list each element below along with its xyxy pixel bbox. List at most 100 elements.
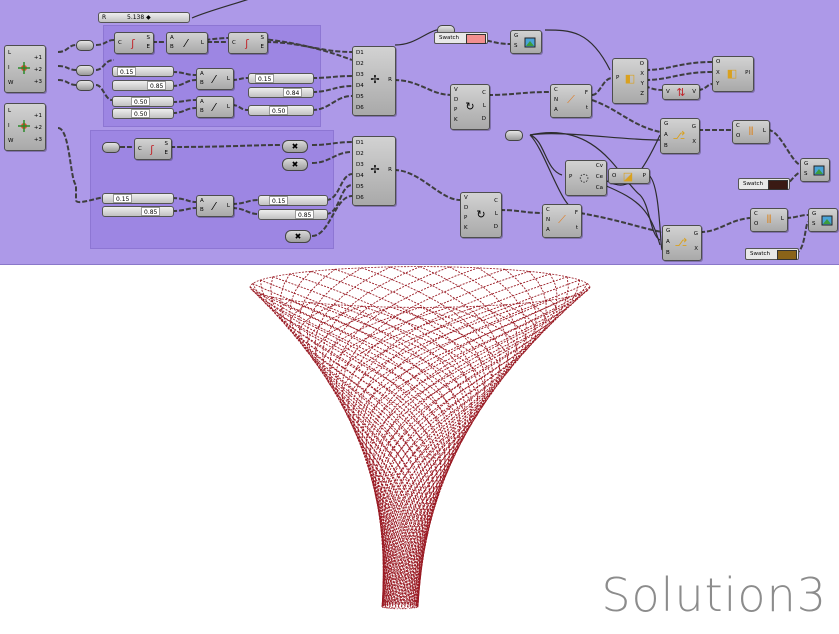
number-slider[interactable]: 0.84 xyxy=(248,87,314,98)
grasshopper-canvas[interactable]: R 5.138 ◆ L I W +1 +2 +3 L I W +1 +2 +3 … xyxy=(0,0,839,265)
vector-icon: ⇅ xyxy=(676,85,686,99)
lattice-curve xyxy=(379,299,558,610)
port-label: D xyxy=(464,205,469,211)
port-label: Pl xyxy=(745,70,750,76)
port-label: P xyxy=(616,75,620,81)
port-label: Cv xyxy=(595,163,603,169)
rhino-viewport[interactable]: Solution3 xyxy=(0,265,839,630)
port-label: L xyxy=(226,76,230,82)
lattice-curve xyxy=(289,273,472,609)
slider-value: 0.15 xyxy=(113,194,133,203)
lattice-curve xyxy=(289,271,431,606)
slider-value: 0.50 xyxy=(269,106,289,115)
port-label: Ca xyxy=(595,185,603,191)
construct-point-component-1[interactable]: L I W +1 +2 +3 xyxy=(4,45,46,93)
plane-param-component[interactable]: O P ◪ xyxy=(608,168,650,184)
port-label: S xyxy=(146,35,151,41)
number-slider[interactable]: 0.50 xyxy=(248,105,314,116)
number-slider[interactable]: 0.50 xyxy=(112,96,174,107)
orient-component-2[interactable]: G A B G X ⎇ xyxy=(662,225,702,261)
slider-value: 5.138 ◆ xyxy=(127,14,151,21)
number-slider[interactable]: 0.85 xyxy=(112,80,174,91)
port-label: A xyxy=(170,35,174,41)
port-label: I xyxy=(8,65,10,71)
multiply-component[interactable]: ✖ xyxy=(285,230,311,243)
param-node[interactable] xyxy=(76,40,94,51)
port-label: D6 xyxy=(356,105,364,111)
deconstruct-plane-component[interactable]: P O X Y Z ◧ xyxy=(612,58,648,104)
port-label: O xyxy=(754,221,759,227)
param-node[interactable] xyxy=(76,65,94,76)
port-label: Ce xyxy=(595,174,603,180)
port-label: F xyxy=(584,90,588,96)
lattice-curve xyxy=(357,276,568,609)
lattice-rim xyxy=(249,266,591,308)
port-label: G xyxy=(664,121,669,127)
multiply-component[interactable]: ✖ xyxy=(282,158,308,171)
merge-component-1[interactable]: D1 D2 D3 D4 D5 D6 R ✢ xyxy=(352,46,396,116)
number-slider[interactable]: 0.15 xyxy=(258,195,328,206)
number-slider-radius[interactable]: R 5.138 ◆ xyxy=(98,12,190,23)
divide-surface-component-1[interactable]: V D P K C L D ↻ xyxy=(450,84,490,130)
port-label: F xyxy=(574,210,578,216)
construct-plane-component[interactable]: O X Y Pl ◧ xyxy=(712,56,754,92)
merge-component-2[interactable]: D1 D2 D3 D4 D5 D6 R ✢ xyxy=(352,136,396,206)
graph-mapper-component-2[interactable]: C S E ʃ xyxy=(228,32,268,54)
param-node[interactable] xyxy=(76,80,94,91)
hyperboloid-mesh xyxy=(249,266,591,610)
port-label: C xyxy=(554,87,558,93)
port-label: L xyxy=(494,211,498,217)
port-label: +3 xyxy=(33,137,42,143)
graph-mapper-component-1[interactable]: C S E ʃ xyxy=(114,32,154,54)
port-label: S xyxy=(260,35,265,41)
graph-mapper-component-3[interactable]: C S E ʃ xyxy=(134,138,172,160)
plane-icon: ◧ xyxy=(726,66,738,80)
colour-swatch[interactable]: Swatch xyxy=(434,32,488,44)
port-label: E xyxy=(146,44,150,50)
number-slider[interactable]: 0.15 xyxy=(248,73,314,84)
port-label: G xyxy=(691,124,696,130)
param-node[interactable] xyxy=(102,142,120,153)
line-component-3[interactable]: A B L ⁄ xyxy=(196,96,234,118)
port-label: D xyxy=(493,224,498,230)
vector-component[interactable]: V V ⇅ xyxy=(662,84,700,100)
port-label: L xyxy=(8,108,12,114)
number-slider[interactable]: 0.85 xyxy=(258,209,328,220)
number-slider[interactable]: 0.50 xyxy=(112,108,174,119)
param-node[interactable] xyxy=(505,130,523,141)
slider-value: 0.50 xyxy=(131,109,151,118)
port-label: S xyxy=(164,141,169,147)
port-label: C xyxy=(232,40,236,46)
port-label: L xyxy=(482,103,486,109)
custom-preview-component-1[interactable]: G S xyxy=(510,30,542,54)
port-label: W xyxy=(8,138,14,144)
lattice-curve xyxy=(379,273,558,606)
number-slider[interactable]: 0.15 xyxy=(112,66,174,77)
join-curves-component-2[interactable]: C O L ⦀ xyxy=(750,208,788,232)
lattice-curve xyxy=(335,305,479,607)
number-slider[interactable]: 0.15 xyxy=(102,193,174,204)
join-curves-component-1[interactable]: C O L ⦀ xyxy=(732,120,770,144)
join-icon: ⦀ xyxy=(766,213,772,226)
port-label: C xyxy=(546,207,550,213)
pipe-component-1[interactable]: C N A F t ⟋ xyxy=(550,84,592,118)
port-label: X xyxy=(716,70,720,76)
custom-preview-component-3[interactable]: G S xyxy=(808,208,838,232)
colour-swatch[interactable]: Swatch xyxy=(745,248,799,260)
custom-preview-component-2[interactable]: G S xyxy=(800,158,830,182)
line-component-4[interactable]: A B L ⁄ xyxy=(196,195,234,217)
line-component-2[interactable]: A B L ⁄ xyxy=(196,68,234,90)
circle-curve-component[interactable]: P Cv Ce Ca ◌ xyxy=(565,160,607,196)
lattice-curve xyxy=(314,266,424,607)
divide-surface-component-2[interactable]: V D P K C L D ↻ xyxy=(460,192,502,238)
colour-swatch[interactable]: Swatch xyxy=(738,178,790,190)
port-label: E xyxy=(260,44,264,50)
construct-point-component-2[interactable]: L I W +1 +2 +3 xyxy=(4,103,46,151)
lattice-curve xyxy=(334,268,486,608)
multiply-component[interactable]: ✖ xyxy=(282,140,308,153)
number-slider[interactable]: 0.85 xyxy=(102,206,174,217)
line-component-1[interactable]: A B L ⁄ xyxy=(166,32,208,54)
pipe-component-2[interactable]: C N A F t ⟋ xyxy=(542,204,582,238)
orient-component-1[interactable]: G A B G X ⎇ xyxy=(660,118,700,154)
preview-icon xyxy=(820,213,834,227)
